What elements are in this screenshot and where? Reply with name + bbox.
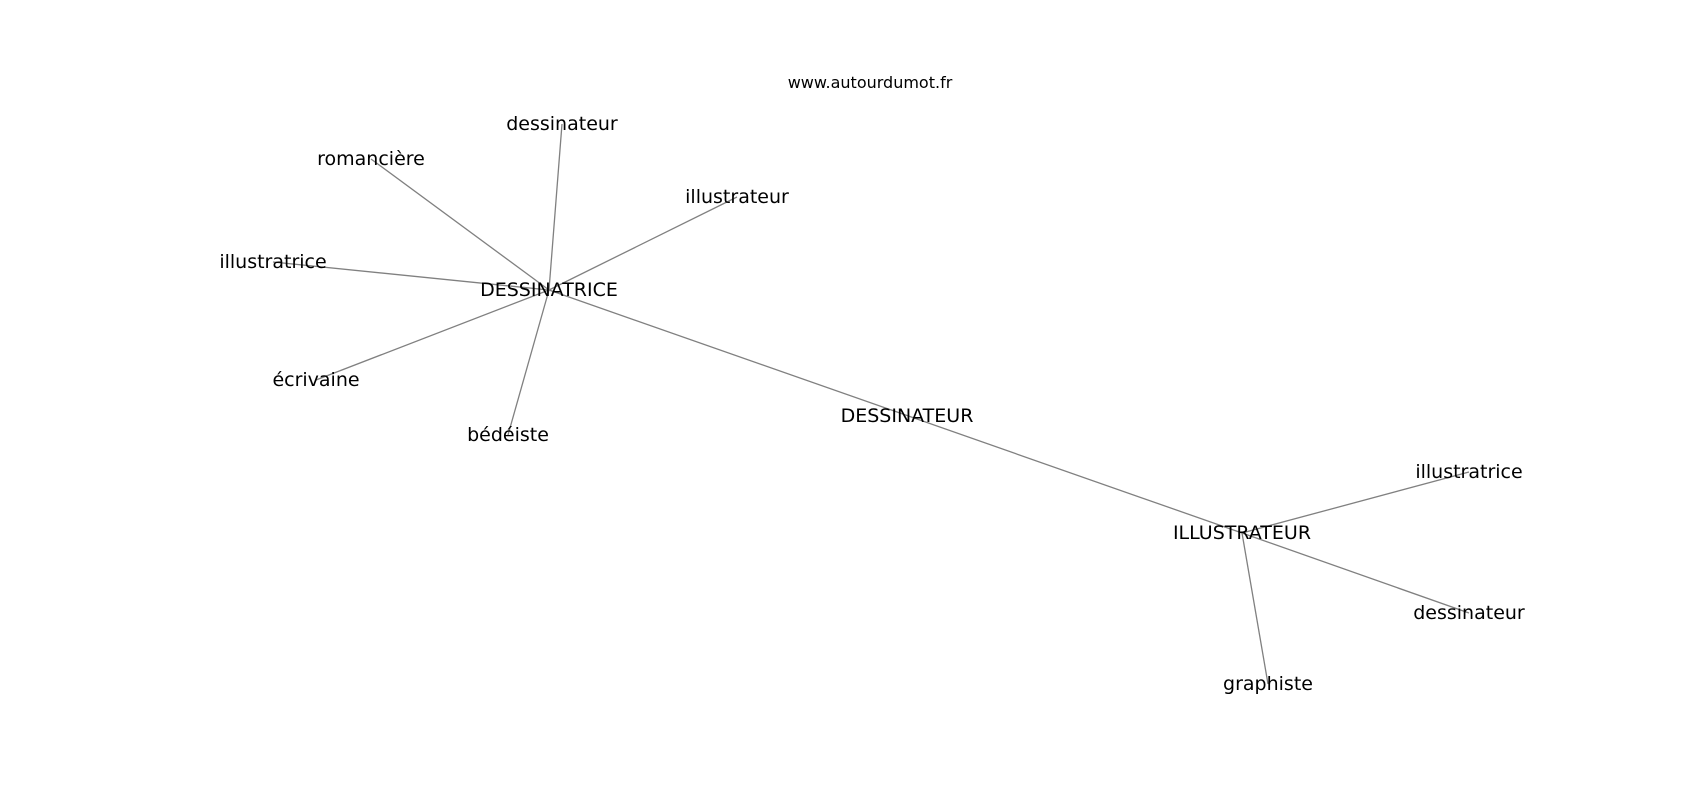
node-dessinatrice: DESSINATRICE <box>480 279 618 301</box>
node-ecrivaine: écrivaine <box>272 369 359 391</box>
edge-dessinatrice-ecrivaine <box>315 289 550 381</box>
source-label: www.autourdumot.fr <box>788 73 953 92</box>
node-illustrateur-1: illustrateur <box>685 186 789 208</box>
edge-illustrateur-hub-dessinateur-2 <box>1241 532 1470 614</box>
node-illustrateur-hub: ILLUSTRATEUR <box>1173 522 1311 544</box>
edge-dessinatrice-illustrateur-hub <box>548 289 1243 534</box>
edge-dessinatrice-illustratrice-1 <box>272 261 550 291</box>
edge-dessinatrice-romanciere <box>370 158 550 291</box>
node-illustratrice-2: illustratrice <box>1415 461 1522 483</box>
edges-layer <box>272 123 1470 685</box>
node-graphiste: graphiste <box>1223 673 1313 695</box>
node-dessinateur-1: dessinateur <box>506 113 618 135</box>
node-illustratrice-1: illustratrice <box>219 251 326 273</box>
nodes-layer: DESSINATRICE DESSINATEUR ILLUSTRATEUR dessi… <box>219 113 1525 695</box>
edge-illustrateur-hub-graphiste <box>1241 532 1269 685</box>
node-dessinateur-hub: DESSINATEUR <box>841 405 974 427</box>
edge-dessinatrice-bedeiste <box>507 289 550 436</box>
node-bedeiste: bédéiste <box>467 424 549 446</box>
edge-illustrateur-hub-illustratrice-2 <box>1241 471 1470 534</box>
node-romanciere: romancière <box>317 148 425 170</box>
edge-dessinatrice-dessinateur-1 <box>548 123 563 291</box>
node-dessinateur-2: dessinateur <box>1413 602 1525 624</box>
edge-dessinatrice-illustrateur-1 <box>548 196 738 291</box>
